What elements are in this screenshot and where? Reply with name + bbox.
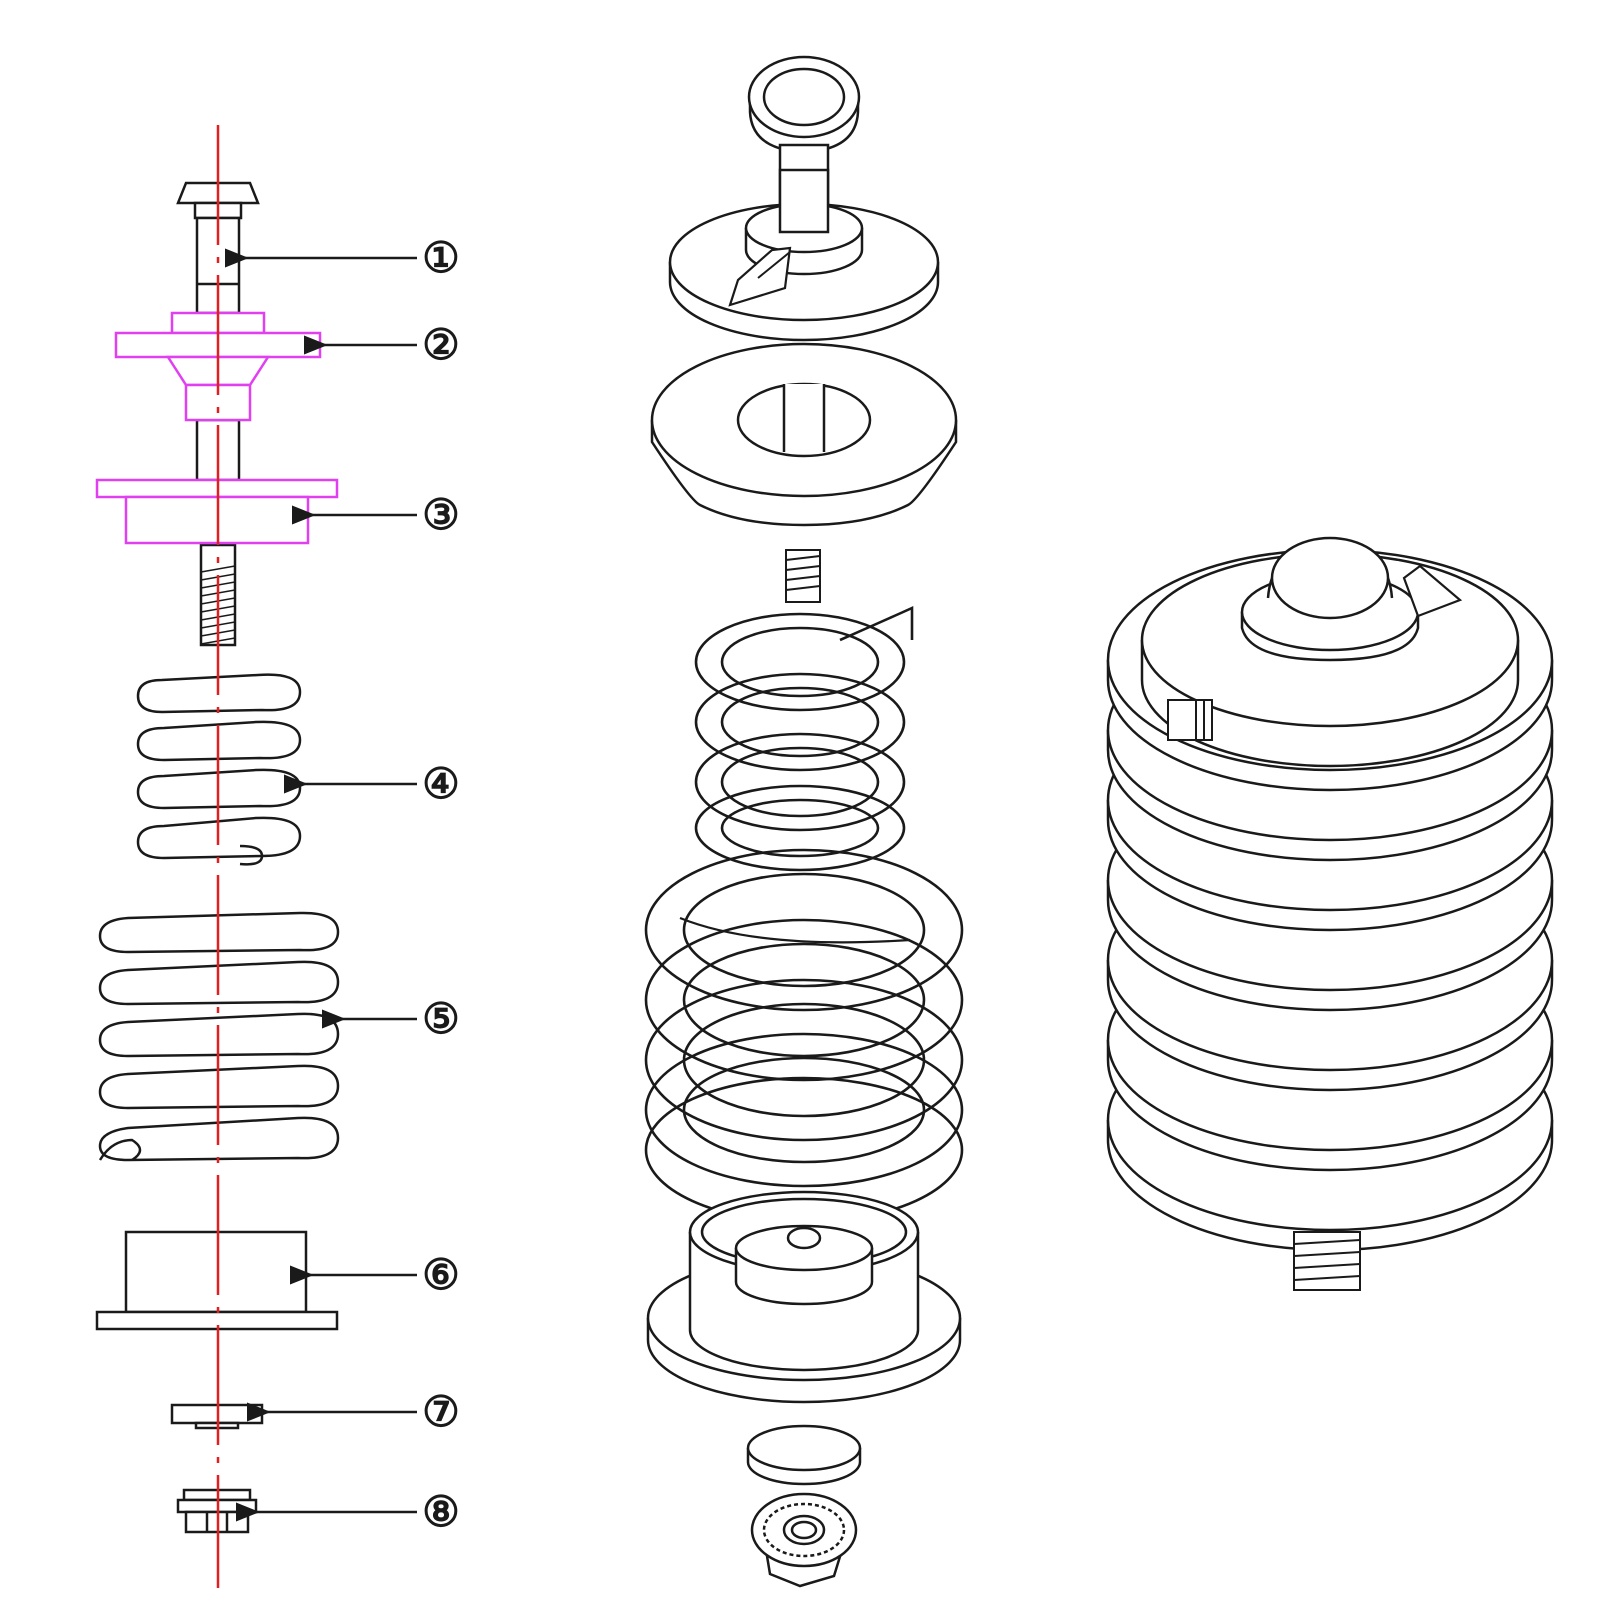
iso-washer bbox=[746, 1424, 862, 1486]
callout-label-1: ① bbox=[422, 233, 460, 282]
assembled-bolt-head bbox=[1240, 536, 1463, 662]
callout-label-8: ⑧ bbox=[422, 1487, 460, 1536]
callout-label-3: ③ bbox=[422, 490, 460, 539]
iso-inner-spring bbox=[694, 605, 914, 872]
side-view-exploded bbox=[95, 125, 340, 1588]
iso-base-cup bbox=[646, 1190, 962, 1404]
iso-threaded-stub bbox=[785, 549, 821, 603]
callout-label-7: ⑦ bbox=[422, 1387, 460, 1436]
iso-upper-retainer bbox=[668, 168, 940, 342]
iso-flange-nut bbox=[750, 1492, 858, 1588]
callout-labels: ① ② ③ ④ ⑤ ⑥ ⑦ ⑧ bbox=[422, 233, 460, 1536]
assembled-threaded-stub bbox=[1293, 1231, 1361, 1291]
assembled-view bbox=[1106, 536, 1554, 1291]
leader-lines bbox=[224, 248, 417, 1522]
isometric-exploded-view bbox=[644, 55, 964, 1588]
callout-label-6: ⑥ bbox=[422, 1250, 460, 1299]
iso-spring-seat bbox=[650, 342, 958, 527]
iso-outer-spring bbox=[644, 848, 964, 1224]
callout-label-4: ④ bbox=[422, 759, 460, 808]
callout-label-2: ② bbox=[422, 320, 460, 369]
part-5-outer-spring bbox=[98, 911, 340, 1162]
callout-label-5: ⑤ bbox=[422, 994, 460, 1043]
part-6-base-cup bbox=[95, 1230, 339, 1331]
